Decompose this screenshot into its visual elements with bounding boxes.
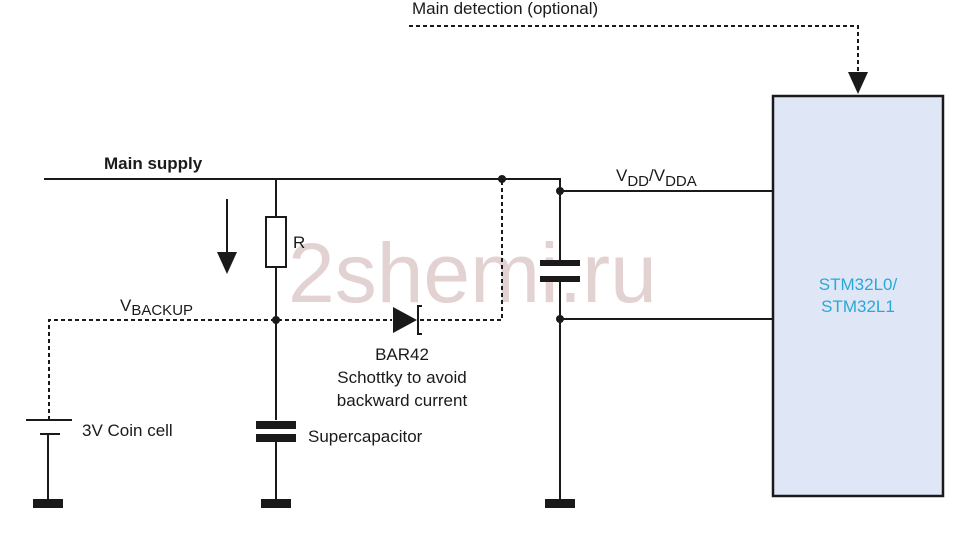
resistor-label: R xyxy=(293,233,305,252)
vbackup-label: VBACKUP xyxy=(120,296,193,319)
watermark: 2shemi.ru xyxy=(288,226,657,320)
supercap-plate-top xyxy=(256,421,296,429)
main-supply-label: Main supply xyxy=(104,154,203,173)
diode-cathode-bar xyxy=(417,305,422,335)
junction-dot xyxy=(272,316,280,324)
vbackup-line xyxy=(48,319,392,420)
junction-dot xyxy=(498,175,506,183)
mcu-label-line1: STM32L0/ xyxy=(819,275,898,294)
supercap-label: Supercapacitor xyxy=(308,427,423,446)
decoupling-cap-plate-top xyxy=(540,260,580,266)
main-detection-line xyxy=(409,25,859,72)
mcu-label-line2: STM32L1 xyxy=(821,297,895,316)
down-arrow-icon xyxy=(217,252,237,274)
diode-desc-line1: Schottky to avoid xyxy=(337,368,466,387)
coin-cell-label: 3V Coin cell xyxy=(82,421,173,440)
decoupling-cap-plate-bottom xyxy=(540,276,580,282)
ground-icon xyxy=(545,499,575,508)
diode-return-line xyxy=(420,179,503,321)
supercap-plate-bottom xyxy=(256,434,296,442)
mcu-block xyxy=(771,94,945,498)
vdd-label: VDD/VDDA xyxy=(616,166,697,190)
diode-part-label: BAR42 xyxy=(375,345,429,364)
main-detection-label: Main detection (optional) xyxy=(412,0,598,18)
diode-desc-line2: backward current xyxy=(337,391,468,410)
main-detection-arrow-icon xyxy=(848,72,868,94)
junction-dot xyxy=(556,187,564,195)
resistor-icon xyxy=(265,216,287,268)
main-supply-wire xyxy=(44,178,561,502)
ground-icon xyxy=(33,499,63,508)
schottky-diode-icon xyxy=(393,307,417,333)
ground-icon xyxy=(261,499,291,508)
junction-dot xyxy=(556,315,564,323)
